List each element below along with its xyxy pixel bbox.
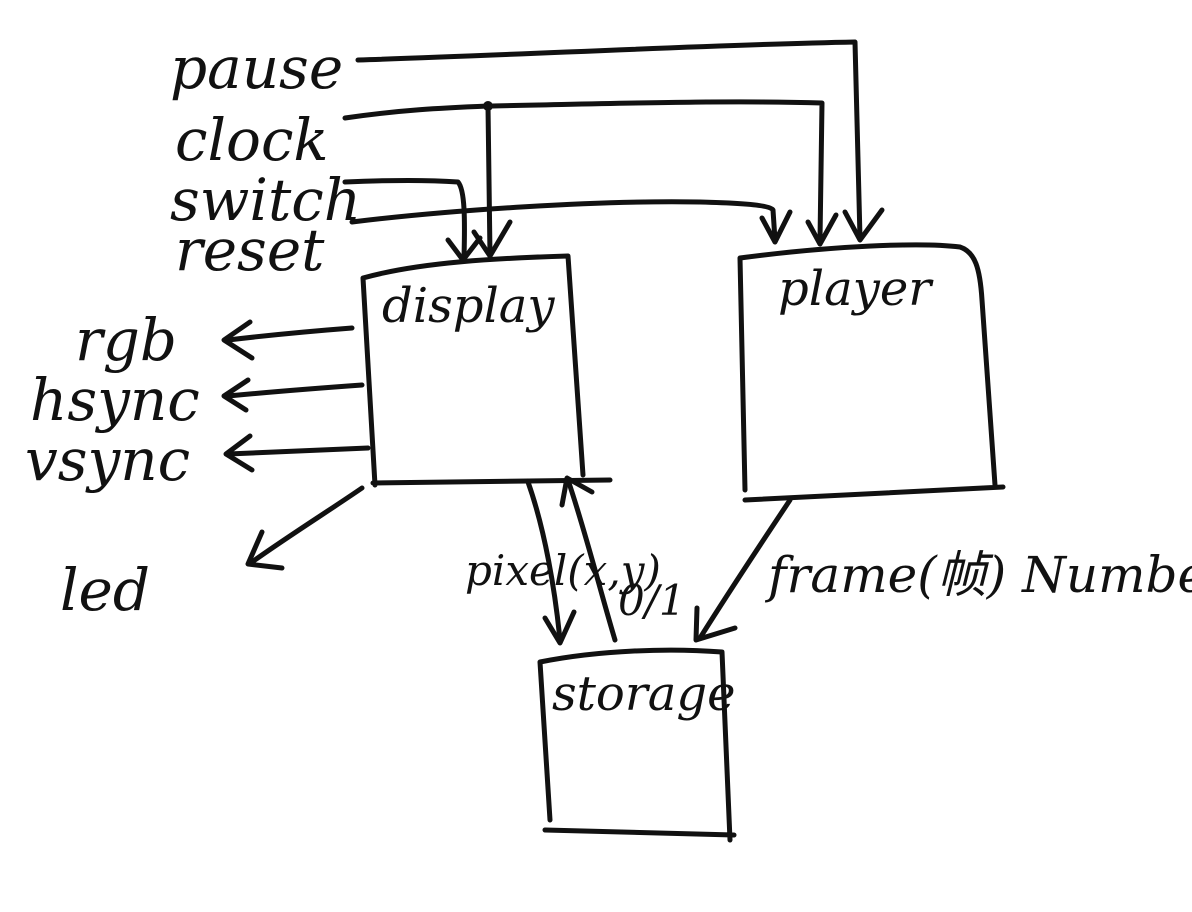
- output-label-hsync: hsync: [30, 366, 200, 434]
- led-arrow-line: [249, 485, 365, 565]
- pause-wire-line: [355, 39, 863, 241]
- output-label-led: led: [60, 556, 150, 624]
- clock-wire-line: [342, 99, 825, 243]
- rgb-arrowhead: [221, 319, 255, 361]
- input-label-switch: switch: [170, 166, 361, 234]
- led-arrow: [245, 485, 365, 571]
- player-box-outline: [737, 242, 1006, 503]
- switch-wire-line: [342, 178, 467, 261]
- pause-arrowhead: [842, 207, 885, 243]
- bit-arrowhead: [559, 475, 595, 508]
- switch-wire: [342, 178, 483, 263]
- player-label: player: [778, 261, 934, 317]
- player-module: player: [737, 242, 1006, 503]
- frame-wire-line: [697, 497, 793, 641]
- led-arrowhead: [245, 529, 285, 571]
- storage-module: storage: [537, 647, 737, 843]
- rgb-arrow-line: [225, 325, 355, 343]
- input-label-clock: clock: [175, 106, 329, 174]
- bit-signal-label: 0/1: [618, 576, 686, 625]
- reset-arrowhead: [759, 209, 793, 245]
- reset-wire-line: [349, 199, 778, 243]
- frame-signal-label: frame(帧) Number: [764, 546, 1192, 604]
- rgb-arrow: [221, 319, 355, 361]
- vsync-arrow-line: [225, 445, 371, 457]
- clock-arrowhead-player: [805, 212, 839, 247]
- storage-box-outline: [537, 647, 737, 843]
- reset-wire: [349, 199, 793, 245]
- output-label-vsync: vsync: [25, 426, 190, 494]
- frame-arrowhead: [693, 605, 738, 643]
- clock-branch-display: [485, 103, 493, 258]
- bit-wire-line: [565, 477, 618, 643]
- hsync-arrow-line: [225, 382, 365, 399]
- vsync-arrowhead: [223, 433, 255, 473]
- display-label: display: [382, 278, 555, 334]
- pixel-arrowhead: [542, 609, 577, 646]
- output-label-rgb: rgb: [75, 306, 177, 374]
- pixel-wire-line: [525, 479, 563, 643]
- switch-arrowhead: [445, 235, 483, 263]
- clock-wire: [342, 99, 839, 259]
- display-module: display: [360, 253, 613, 488]
- input-label-reset: reset: [175, 216, 325, 284]
- storage-label: storage: [552, 666, 736, 722]
- pixel-signal-label: pixel(x,y): [465, 546, 661, 595]
- frame-wire: [693, 497, 793, 643]
- vsync-arrow: [223, 433, 371, 473]
- pixel-wire: [525, 479, 577, 646]
- pause-wire: [355, 39, 885, 243]
- hsync-arrow: [221, 377, 365, 413]
- hsync-arrowhead: [221, 377, 251, 413]
- input-label-pause: pause: [170, 34, 343, 102]
- bit-wire: [559, 475, 618, 643]
